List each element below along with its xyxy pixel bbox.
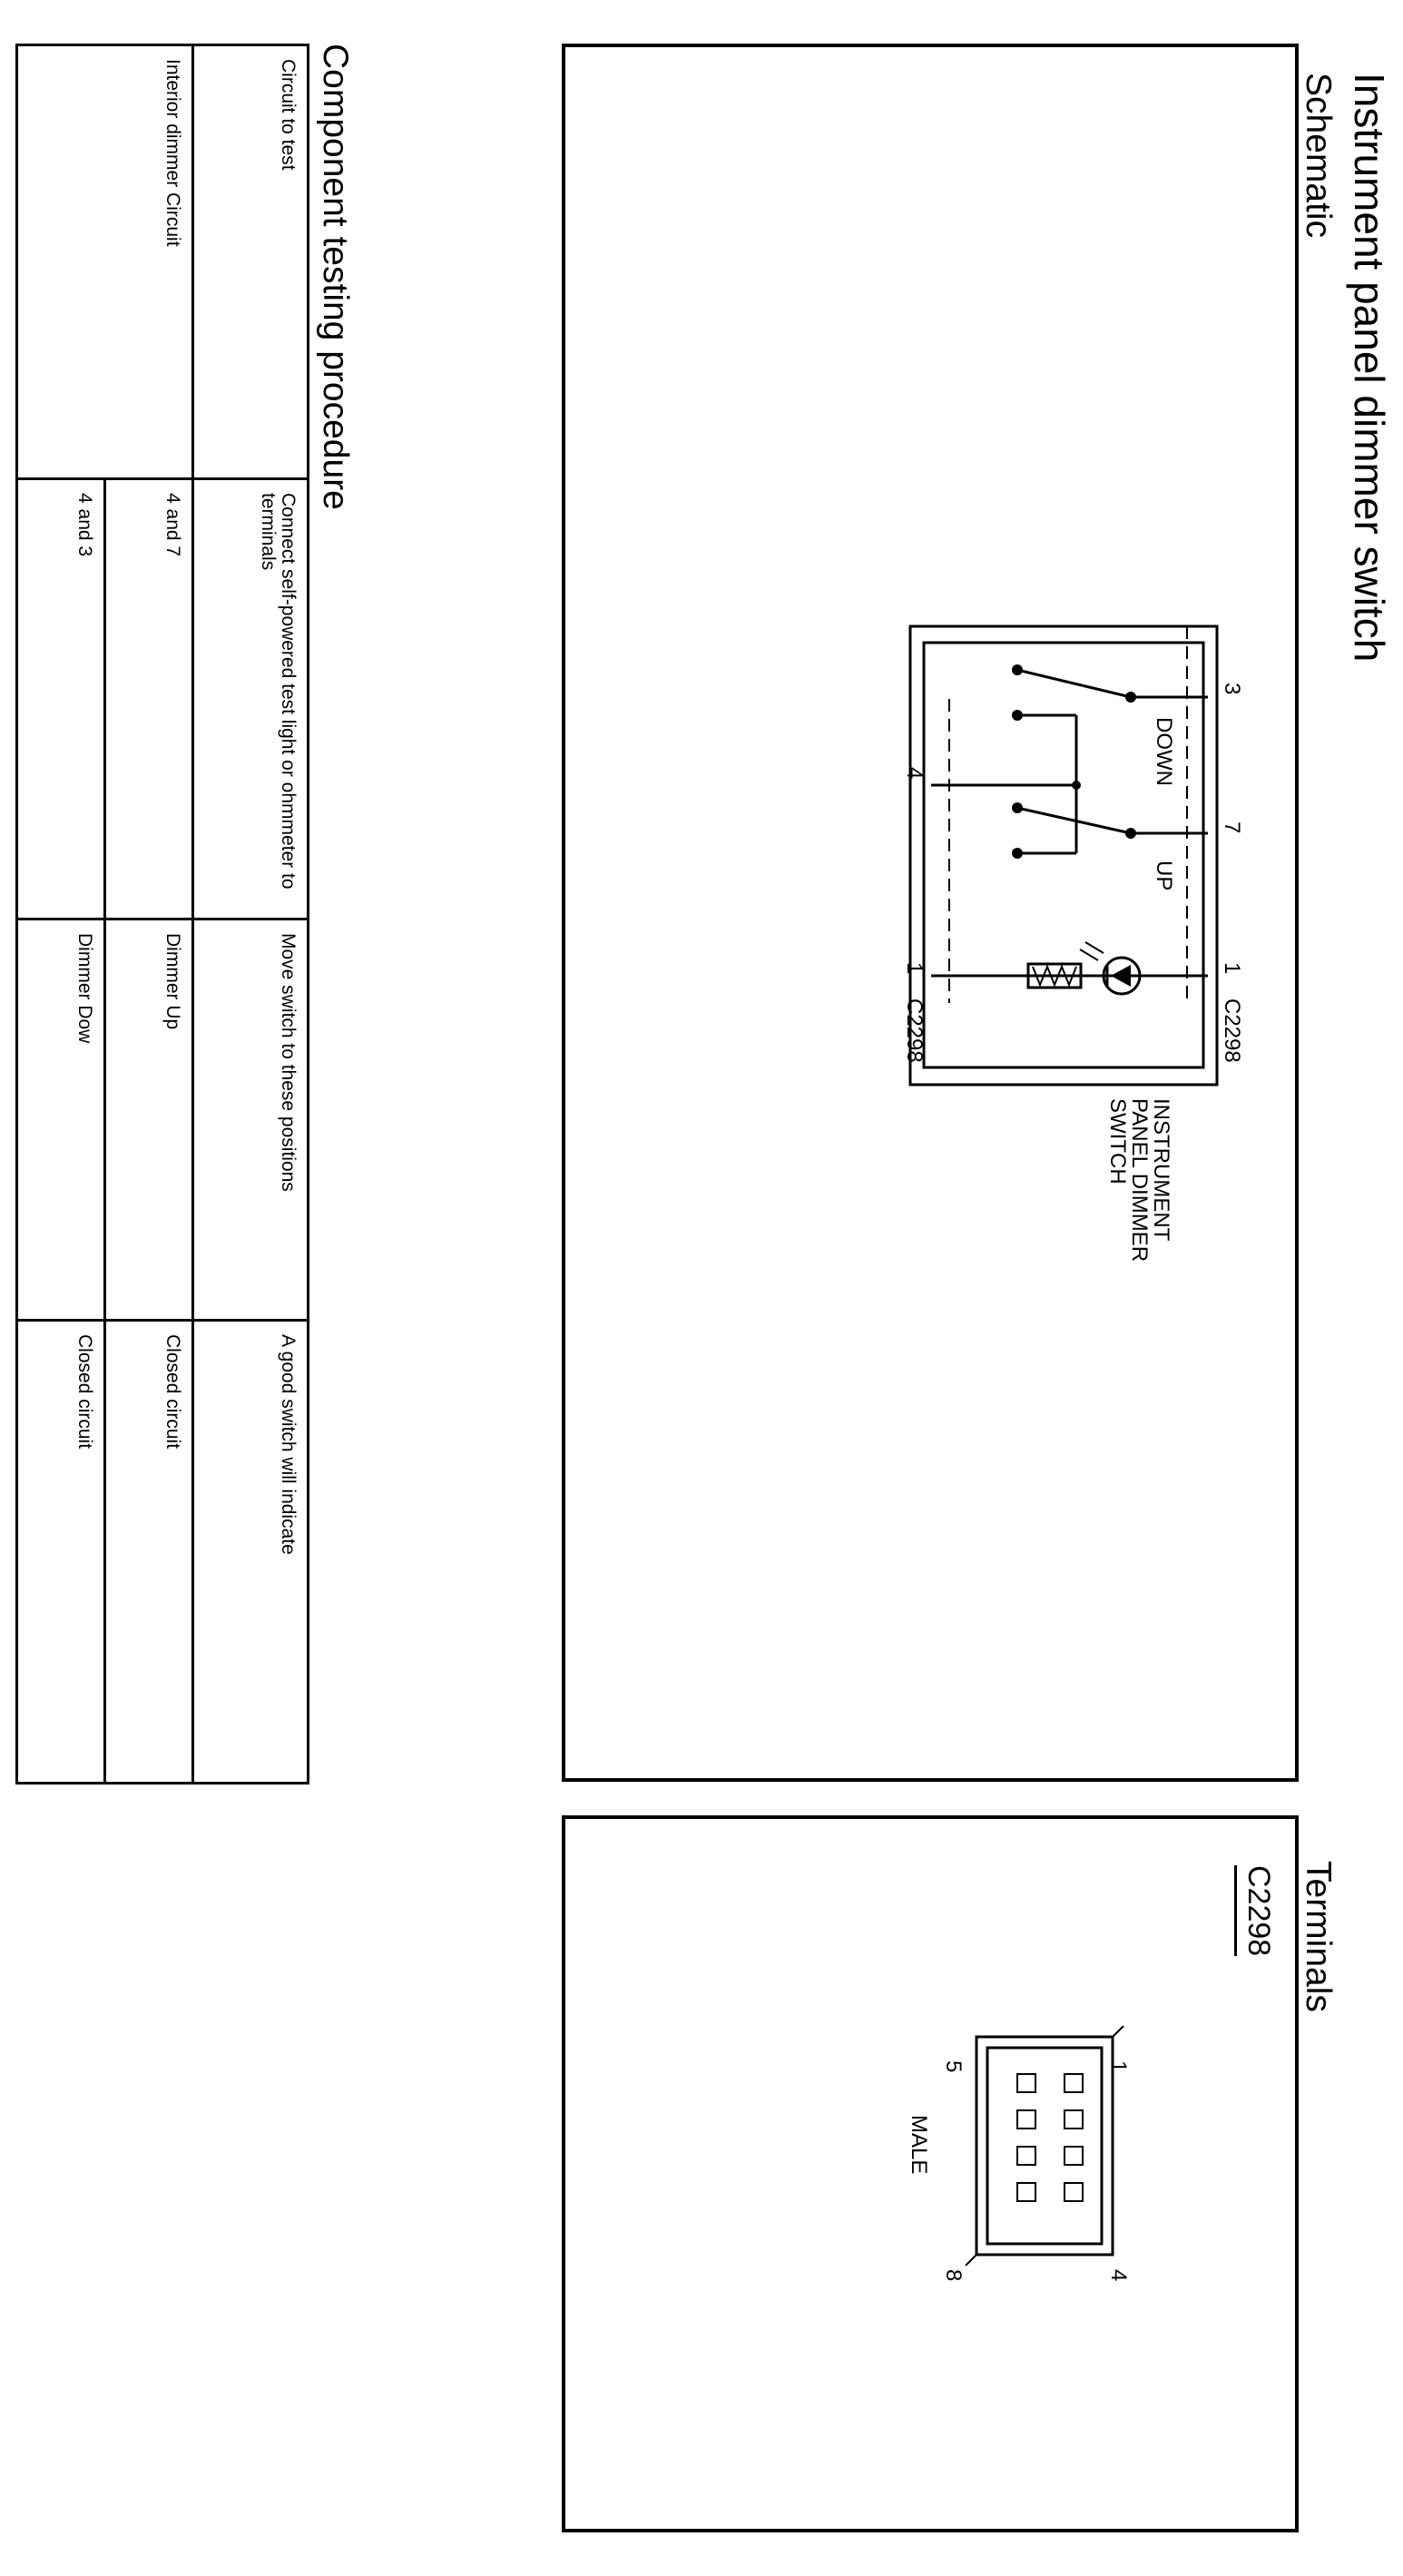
header-indicate: A good switch will indicate <box>192 1320 309 1784</box>
switch-label: INSTRUMENT PANEL DIMMER SWITCH <box>1105 1098 1173 1263</box>
led-body <box>1102 956 1142 996</box>
pin-cell-8 <box>1016 2182 1036 2202</box>
led-emission-1 <box>1084 941 1104 954</box>
up-fixed-contact <box>1012 802 1023 813</box>
connector-outline <box>975 2035 1114 2256</box>
led-emission-2 <box>1079 949 1099 961</box>
switch-label-line3: SWITCH <box>1105 1098 1130 1185</box>
up-label: UP <box>1152 860 1176 891</box>
pin-1-bottom-label: 1 <box>902 962 927 975</box>
connector-inner <box>986 2046 1104 2246</box>
table-row: Interior dimmer Circuit 4 and 7 Dimmer U… <box>16 44 193 1784</box>
switch-label-line2: PANEL DIMMER <box>1127 1098 1152 1263</box>
result-cell: Closed circuit <box>16 1320 105 1784</box>
terminal-gender: MALE <box>907 2115 931 2175</box>
common-junction <box>1072 781 1081 790</box>
switch-housing-inner <box>922 641 1205 1069</box>
resistor-zigzag <box>1032 964 1077 988</box>
down-label: DOWN <box>1152 717 1176 786</box>
pin-cell-4 <box>1064 2182 1084 2202</box>
terminals-cell: 4 and 7 <box>104 478 193 919</box>
procedure-header-row: Circuit to test Connect self-powered tes… <box>192 44 309 1784</box>
up-common-contact <box>1012 848 1023 859</box>
pin-cell-5 <box>1016 2073 1036 2093</box>
led-triangle <box>1111 965 1131 987</box>
procedure-table: Circuit to test Connect self-powered tes… <box>15 44 309 1785</box>
up-switch-blade <box>1016 806 1132 835</box>
resistor <box>1026 962 1083 989</box>
position-cell: Dimmer Dow <box>16 919 105 1321</box>
pin-cell-3 <box>1064 2146 1084 2166</box>
pin-cell-6 <box>1016 2109 1036 2129</box>
circuit-name-cell: Interior dimmer Circuit <box>16 44 193 479</box>
switch-housing-outer <box>908 624 1219 1086</box>
terminal-pin-8: 8 <box>941 2269 966 2282</box>
pin-4-label: 4 <box>902 767 927 780</box>
connector-face <box>965 2025 1124 2266</box>
pin-cell-7 <box>1016 2146 1036 2166</box>
pin-7-label: 7 <box>1220 821 1244 834</box>
header-circuit: Circuit to test <box>192 44 309 479</box>
down-fixed-contact <box>1012 664 1023 675</box>
pin-cell-1 <box>1064 2073 1084 2093</box>
pin-3-label: 3 <box>1220 683 1244 695</box>
down-switch-blade <box>1016 668 1132 699</box>
header-move: Move switch to these positions <box>192 919 309 1321</box>
position-cell: Dimmer Up <box>104 919 193 1321</box>
terminal-pin-5: 5 <box>941 2060 966 2073</box>
connector-bottom-label: C2298 <box>902 998 927 1063</box>
terminal-pin-1: 1 <box>1106 2060 1131 2073</box>
terminal-pin-4: 4 <box>1106 2269 1131 2282</box>
pin-1-top-label: 1 <box>1220 962 1244 975</box>
header-connect: Connect self-powered test light or ohmme… <box>192 478 309 919</box>
down-common-contact <box>1012 710 1023 721</box>
connector-top-label: C2298 <box>1220 998 1244 1063</box>
pin-cell-2 <box>1064 2109 1084 2129</box>
pin-7-contact <box>1125 828 1136 839</box>
result-cell: Closed circuit <box>104 1320 193 1784</box>
pin-3-contact <box>1125 692 1136 703</box>
terminals-cell: 4 and 3 <box>16 478 105 919</box>
switch-label-line1: INSTRUMENT <box>1149 1098 1173 1242</box>
